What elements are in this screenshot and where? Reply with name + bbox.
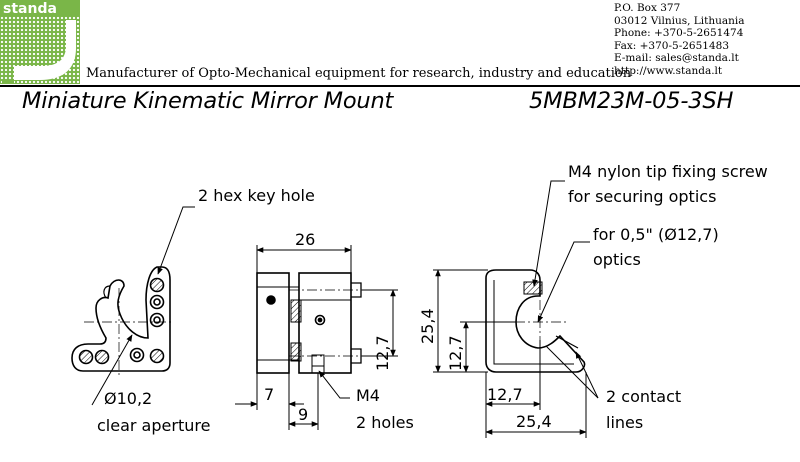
dim-25-4-vert-label: 25,4 bbox=[418, 308, 437, 344]
dim-26 bbox=[256, 245, 352, 275]
dim-12-7-bottom bbox=[485, 340, 541, 438]
header-divider bbox=[0, 85, 800, 87]
contact-line: Phone: +370-5-2651474 bbox=[614, 27, 744, 40]
m4-holes-label: 2 holes bbox=[356, 413, 414, 432]
aperture-text-label: clear aperture bbox=[97, 416, 210, 435]
contact-label-line2: lines bbox=[606, 413, 643, 432]
dim-9-label: 9 bbox=[298, 405, 308, 424]
contact-line: 03012 Vilnius, Lithuania bbox=[614, 14, 745, 27]
dim-25-4-bottom bbox=[485, 372, 587, 438]
contact-line: Fax: +370-5-2651483 bbox=[614, 39, 730, 52]
dim-7 bbox=[235, 373, 304, 410]
right-view bbox=[485, 269, 586, 373]
dim-12-7-vert-label: 12,7 bbox=[446, 335, 465, 371]
dim-9 bbox=[288, 373, 319, 430]
optics-label-line2: optics bbox=[593, 250, 641, 269]
contact-line: E-mail: sales@standa.lt bbox=[614, 52, 739, 65]
dim-12-7-side bbox=[362, 289, 398, 357]
hex-key-label: 2 hex key hole bbox=[198, 186, 315, 205]
contact-line: P.O. Box 377 bbox=[614, 2, 681, 14]
dim-25-4-vert bbox=[433, 269, 488, 373]
right-view-centerlines bbox=[515, 300, 566, 340]
front-view-centerlines bbox=[84, 288, 172, 378]
dim-25-4-bottom-label: 25,4 bbox=[516, 412, 552, 431]
contact-line: http://www.standa.lt bbox=[614, 64, 723, 77]
optics-leader bbox=[537, 241, 590, 323]
m4-label: M4 bbox=[356, 386, 380, 405]
side-view-centerlines bbox=[289, 289, 365, 357]
hex-key-leader bbox=[157, 206, 195, 275]
side-view bbox=[256, 272, 362, 374]
standa-logo: standa bbox=[0, 0, 80, 84]
contact-label-line1: 2 contact bbox=[606, 387, 681, 406]
logo-wordmark: standa bbox=[3, 1, 57, 17]
screw-leader bbox=[532, 180, 565, 287]
optics-label-line1: for 0,5" (Ø12,7) bbox=[593, 225, 719, 244]
dim-26-label: 26 bbox=[295, 230, 315, 249]
dim-7-label: 7 bbox=[264, 385, 274, 404]
company-tagline: Manufacturer of Opto-Mechanical equipmen… bbox=[86, 66, 632, 81]
dim-12-7-vert bbox=[460, 321, 515, 373]
dim-12-7-bottom-label: 12,7 bbox=[487, 385, 523, 404]
screw-label-line2: for securing optics bbox=[568, 187, 716, 206]
aperture-leader bbox=[91, 334, 133, 406]
m4-leader bbox=[318, 370, 350, 399]
aperture-dim-label: Ø10,2 bbox=[104, 389, 152, 408]
dim-12-7-side-label: 12,7 bbox=[373, 335, 392, 371]
contact-block: P.O. Box 377 03012 Vilnius, Lithuania Ph… bbox=[614, 2, 745, 78]
front-view bbox=[71, 266, 171, 372]
contact-leaders bbox=[545, 345, 599, 399]
part-number: 5MBM23M-05-3SH bbox=[529, 88, 734, 114]
screw-label-line1: M4 nylon tip fixing screw bbox=[568, 162, 768, 181]
product-title: Miniature Kinematic Mirror Mount bbox=[22, 88, 394, 114]
